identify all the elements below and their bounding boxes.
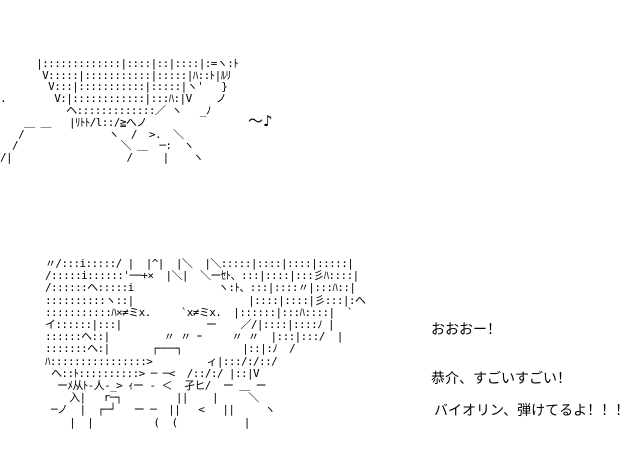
dialogue-line-1: おおおー！ — [431, 322, 501, 338]
ascii-art-cheering-girl: 〃/:::i:::::/ | |^| |＼ |＼:::::|::::|::::|… — [45, 257, 366, 429]
dialogue-line-3: バイオリン、弾けてるよ！！！ — [434, 403, 630, 419]
music-note-text: ～♪ — [248, 112, 273, 130]
ascii-art-violin-player: |:::::::::::::|::::|::|::::|:=ヽ:ﾄ V:::::… — [0, 56, 239, 165]
dialogue-line-2: 恭介、すごいすごい！ — [431, 371, 571, 387]
